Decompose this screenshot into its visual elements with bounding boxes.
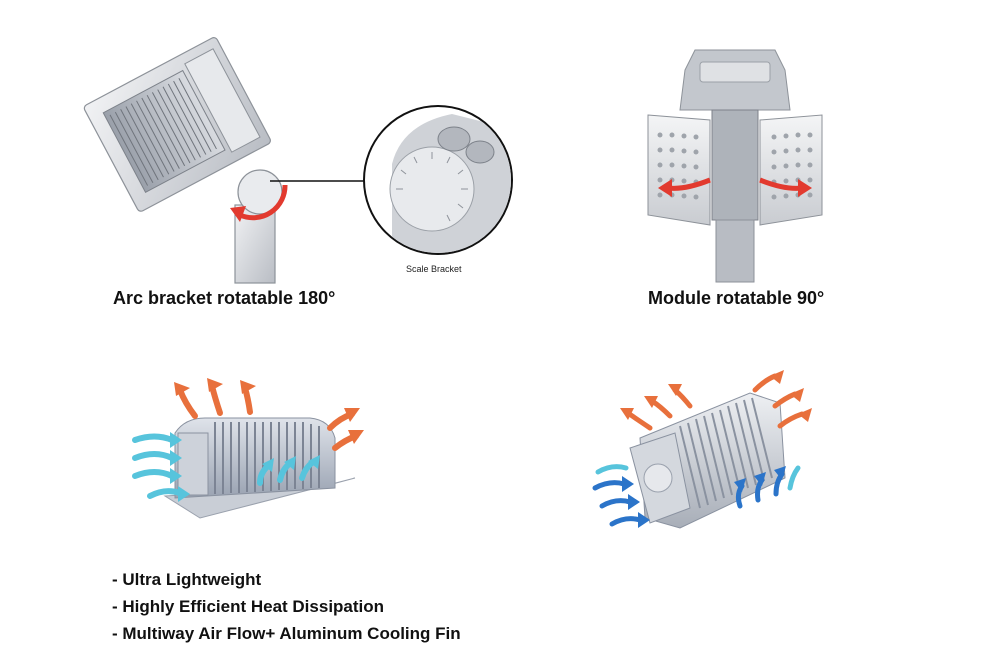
module-rotatable-luminaire-illustration (647, 49, 823, 283)
arc-bracket-luminaire-illustration (83, 37, 288, 284)
heat-sink-airflow-illustration-left (132, 378, 364, 519)
module-rotatable-caption: Module rotatable 90° (648, 288, 825, 308)
heat-sink-airflow-illustration-right (592, 370, 812, 529)
feature-list: - Ultra Lightweight - Highly Efficient H… (112, 566, 461, 647)
feature-item: - Ultra Lightweight (112, 570, 262, 589)
feature-item: - Highly Efficient Heat Dissipation (112, 597, 385, 616)
zoom-connector-line (270, 180, 368, 182)
feature-item: - Multiway Air Flow+ Aluminum Cooling Fi… (112, 624, 461, 643)
scale-bracket-label: Scale Bracket (406, 264, 462, 274)
scale-bracket-zoom-illustration (363, 105, 513, 255)
arc-bracket-caption: Arc bracket rotatable 180° (113, 288, 336, 308)
